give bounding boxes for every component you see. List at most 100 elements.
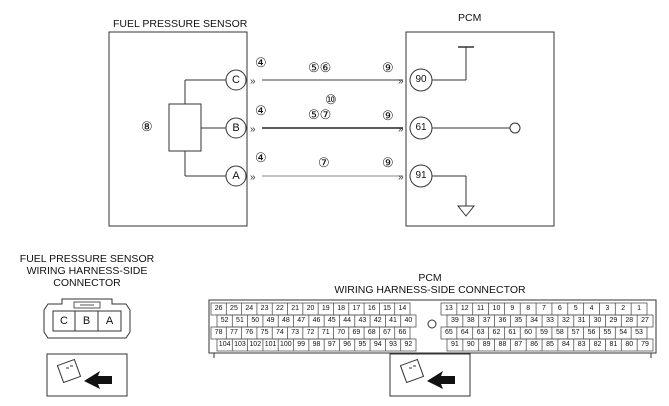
connector-hand-icon [56, 358, 112, 389]
ground-icon [456, 205, 476, 217]
pcm-pin-cell: 14 [398, 305, 407, 312]
pcm-pin-cell: 13 [445, 305, 453, 312]
wire2-top-ref: ⑩ [325, 92, 337, 107]
pcm-pin-cell: 81 [609, 341, 618, 348]
pcm-title: PCM [458, 12, 482, 24]
wire3-right-ref: ⑨ [382, 155, 394, 170]
pcm-pin-cell: 59 [540, 329, 548, 336]
pcm-pin-cell: 19 [321, 305, 330, 312]
pcm-pin-cell: 95 [358, 341, 367, 348]
pcm-pin-cell: 49 [266, 317, 275, 324]
connector-hand-icon-right [399, 358, 455, 389]
pcm-pin-cell: 25 [230, 305, 238, 312]
pcm-pin-cell: 87 [514, 341, 523, 348]
pcm-pin-cell: 1 [637, 305, 642, 312]
hand-icon-box-right [389, 353, 471, 397]
pin-circle-b [225, 117, 247, 139]
pcm-pin-cell: 98 [312, 341, 321, 348]
pcm-pin-cell: 15 [383, 305, 391, 312]
pcm-pin-cell: 57 [571, 329, 580, 336]
pcm-pin-cell: 63 [476, 329, 485, 336]
pcm-pin-cell: 31 [577, 317, 586, 324]
pcm-pin-cell: 40 [404, 317, 413, 324]
pcm-pin-cell: 69 [352, 329, 361, 336]
sensor-connector-title-2: WIRING HARNESS-SIDE [26, 265, 148, 277]
pcm-pin-cell: 100 [280, 341, 292, 348]
pcm-pin-90: 90 [415, 74, 427, 85]
pcm-pin-cell: 55 [603, 329, 612, 336]
pcm-pin-cell: 66 [398, 329, 407, 336]
pcm-pin-cell: 8 [526, 305, 531, 312]
pcm-pin-cell: 20 [306, 305, 315, 312]
pcm-pin-cell: 93 [389, 341, 397, 348]
wire3-left-ref: ④ [255, 150, 267, 165]
pcm-connector-title-1: PCM [418, 272, 442, 284]
pcm-pin-cell: 94 [373, 341, 382, 348]
pcm-pin-cell: 101 [264, 341, 277, 348]
chevron-right-61: » [398, 124, 404, 135]
pcm-pin-cell: 76 [245, 329, 254, 336]
pcm-pin-61: 61 [415, 122, 427, 133]
wire2-left-ref: ④ [255, 103, 267, 118]
pcm-pin-cell: 44 [343, 317, 351, 324]
pcm-pin-cell: 90 [466, 341, 475, 348]
pcm-pin-cell: 92 [404, 341, 413, 348]
wire2-mid-ref: ⑤⑦ [308, 107, 332, 122]
pcm-pin-cell: 6 [557, 305, 562, 312]
sensor-connector-pin-a: A [105, 315, 114, 327]
pcm-pin-cell: 97 [327, 341, 336, 348]
pcm-pin-cell: 99 [297, 341, 306, 348]
pcm-pin-cell: 82 [593, 341, 602, 348]
pcm-pin-cell: 78 [214, 329, 223, 336]
chevron-left-b: » [250, 124, 256, 135]
pcm-pin-cell: 24 [245, 305, 254, 312]
pcm-pin-cell: 34 [530, 317, 539, 324]
pcm-pin-cell: 51 [236, 317, 244, 324]
pcm-pin-cell: 50 [251, 317, 260, 324]
pcm-pin-cell: 89 [482, 341, 491, 348]
pcm-pin-cell: 67 [383, 329, 391, 336]
sensor-connector-pin-b: B [82, 315, 91, 327]
pcm-pin-cell: 35 [514, 317, 523, 324]
pcm-pin-cell: 60 [524, 329, 533, 336]
pcm-pin-cell: 41 [389, 317, 397, 324]
pcm-pin-cell: 46 [312, 317, 321, 324]
pcm-pin-cell: 10 [492, 305, 501, 312]
pcm-pin-cell: 36 [498, 317, 507, 324]
pcm-pin-cell: 16 [367, 305, 376, 312]
pcm-pin-cell: 28 [625, 317, 634, 324]
pcm-pin-cell: 74 [275, 329, 284, 336]
pcm-pin-cell: 103 [234, 341, 246, 348]
pcm-pin-cell: 53 [635, 329, 643, 336]
pin-circle-a [225, 165, 247, 187]
pcm-pin-cell: 62 [492, 329, 501, 336]
pcm-pin-cell: 65 [445, 329, 453, 336]
pcm-pin-cell: 79 [641, 341, 649, 348]
pcm-pin-cell: 43 [358, 317, 367, 324]
pcm-pin-cell: 4 [589, 305, 594, 312]
pcm-pin-cell: 2 [621, 305, 626, 312]
pcm-pin-cell: 38 [466, 317, 475, 324]
sensor-box [108, 31, 248, 227]
wire2-right-ref: ⑨ [382, 108, 394, 123]
sensor-connector-title-1: FUEL PRESSURE SENSOR [19, 253, 155, 265]
pcm-pin-cell: 68 [367, 329, 376, 336]
pcm-pin-cell: 3 [605, 305, 610, 312]
pcm-pin-cell: 7 [542, 305, 546, 312]
pcm-pin-cell: 11 [476, 305, 485, 312]
pcm-pin-cell: 72 [306, 329, 315, 336]
pcm-pin-cell: 91 [451, 341, 459, 348]
pcm-pin-cell: 23 [260, 305, 269, 312]
pcm-pin-cell: 33 [546, 317, 554, 324]
pcm-pin-cell: 37 [482, 317, 491, 324]
connector-key-icon [427, 319, 437, 329]
pcm-pin-cell: 47 [297, 317, 306, 324]
pcm-pin-cell: 48 [281, 317, 290, 324]
pcm-pin-91: 91 [415, 170, 427, 181]
pcm-pin-cell: 17 [352, 305, 361, 312]
sensor-pin-a: A [232, 170, 240, 182]
pcm-pin-cell: 70 [337, 329, 345, 336]
sensor-title: FUEL PRESSURE SENSOR [113, 18, 248, 30]
pcm-pin-cell: 61 [508, 329, 517, 336]
